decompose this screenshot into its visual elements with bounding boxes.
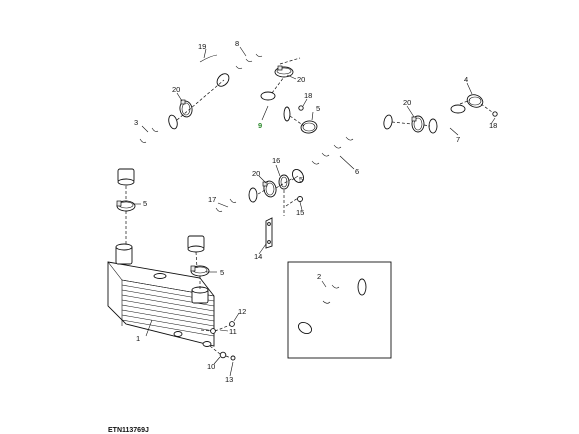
screw-13	[230, 355, 236, 361]
callout-labels: 19 8 3 20 20 18 5 9 4 18 20 7 6 16 5 15 …	[134, 39, 497, 384]
cooler-fin	[121, 304, 215, 322]
screw-18-a	[298, 105, 304, 111]
callout-1: 1	[136, 334, 140, 343]
callout-19: 19	[198, 42, 206, 51]
callout-18-right: 18	[489, 121, 497, 130]
leader-lines	[133, 46, 496, 377]
screw-11	[210, 328, 216, 334]
screw-15	[297, 196, 303, 202]
callout-5-mid: 5	[316, 104, 320, 113]
washer-12	[229, 321, 235, 327]
hose-3	[117, 114, 178, 186]
clamp-16	[278, 174, 290, 190]
callout-11: 11	[229, 327, 237, 336]
clamp-5-b	[190, 265, 210, 277]
callout-14: 14	[254, 252, 262, 261]
callout-15: 15	[296, 208, 304, 217]
clamp-20-b	[274, 65, 294, 78]
clamp-5-c	[300, 120, 318, 134]
callout-17: 17	[208, 195, 216, 204]
clamp-4	[466, 94, 484, 108]
callout-8: 8	[235, 39, 239, 48]
clamp-20-a	[179, 99, 193, 118]
clip-19	[199, 54, 218, 63]
cooler-fin	[121, 299, 215, 317]
nut-10	[219, 351, 227, 359]
callout-7: 7	[456, 135, 460, 144]
callout-20-mid: 20	[252, 169, 260, 178]
callout-5-right: 5	[299, 175, 303, 184]
inset-detail-box	[287, 261, 392, 359]
intercooler-1	[107, 243, 215, 347]
hose-17	[187, 187, 258, 253]
cooler-fin	[121, 314, 215, 332]
callout-20-right: 20	[403, 98, 411, 107]
clamp-20-d	[411, 115, 425, 133]
callout-4: 4	[464, 75, 468, 84]
bracket-14	[265, 217, 273, 249]
callout-5-left: 5	[143, 199, 147, 208]
clamp-20-c	[262, 180, 277, 198]
cooler-fin	[121, 309, 215, 327]
callout-6: 6	[355, 167, 359, 176]
hose-7	[428, 104, 466, 134]
callout-9: 9	[258, 121, 262, 130]
callout-20-left: 20	[172, 85, 180, 94]
screw-18-b	[492, 111, 498, 117]
clamp-5-a	[116, 200, 136, 212]
callout-16: 16	[272, 156, 280, 165]
callout-18-mid: 18	[304, 91, 312, 100]
callout-3: 3	[134, 118, 138, 127]
callout-5-lower: 5	[220, 268, 224, 277]
cooler-fin	[121, 294, 215, 312]
callout-13: 13	[225, 375, 233, 384]
callout-2: 2	[317, 272, 321, 281]
callout-12: 12	[238, 307, 246, 316]
assembly-lines	[125, 57, 493, 359]
figure-reference-code: ETN113769J	[108, 427, 149, 434]
callout-10: 10	[207, 362, 215, 371]
cooler-fin	[121, 319, 215, 337]
hose-2-inset	[297, 278, 368, 335]
elbow-9	[260, 91, 293, 122]
callout-20-top: 20	[297, 75, 305, 84]
